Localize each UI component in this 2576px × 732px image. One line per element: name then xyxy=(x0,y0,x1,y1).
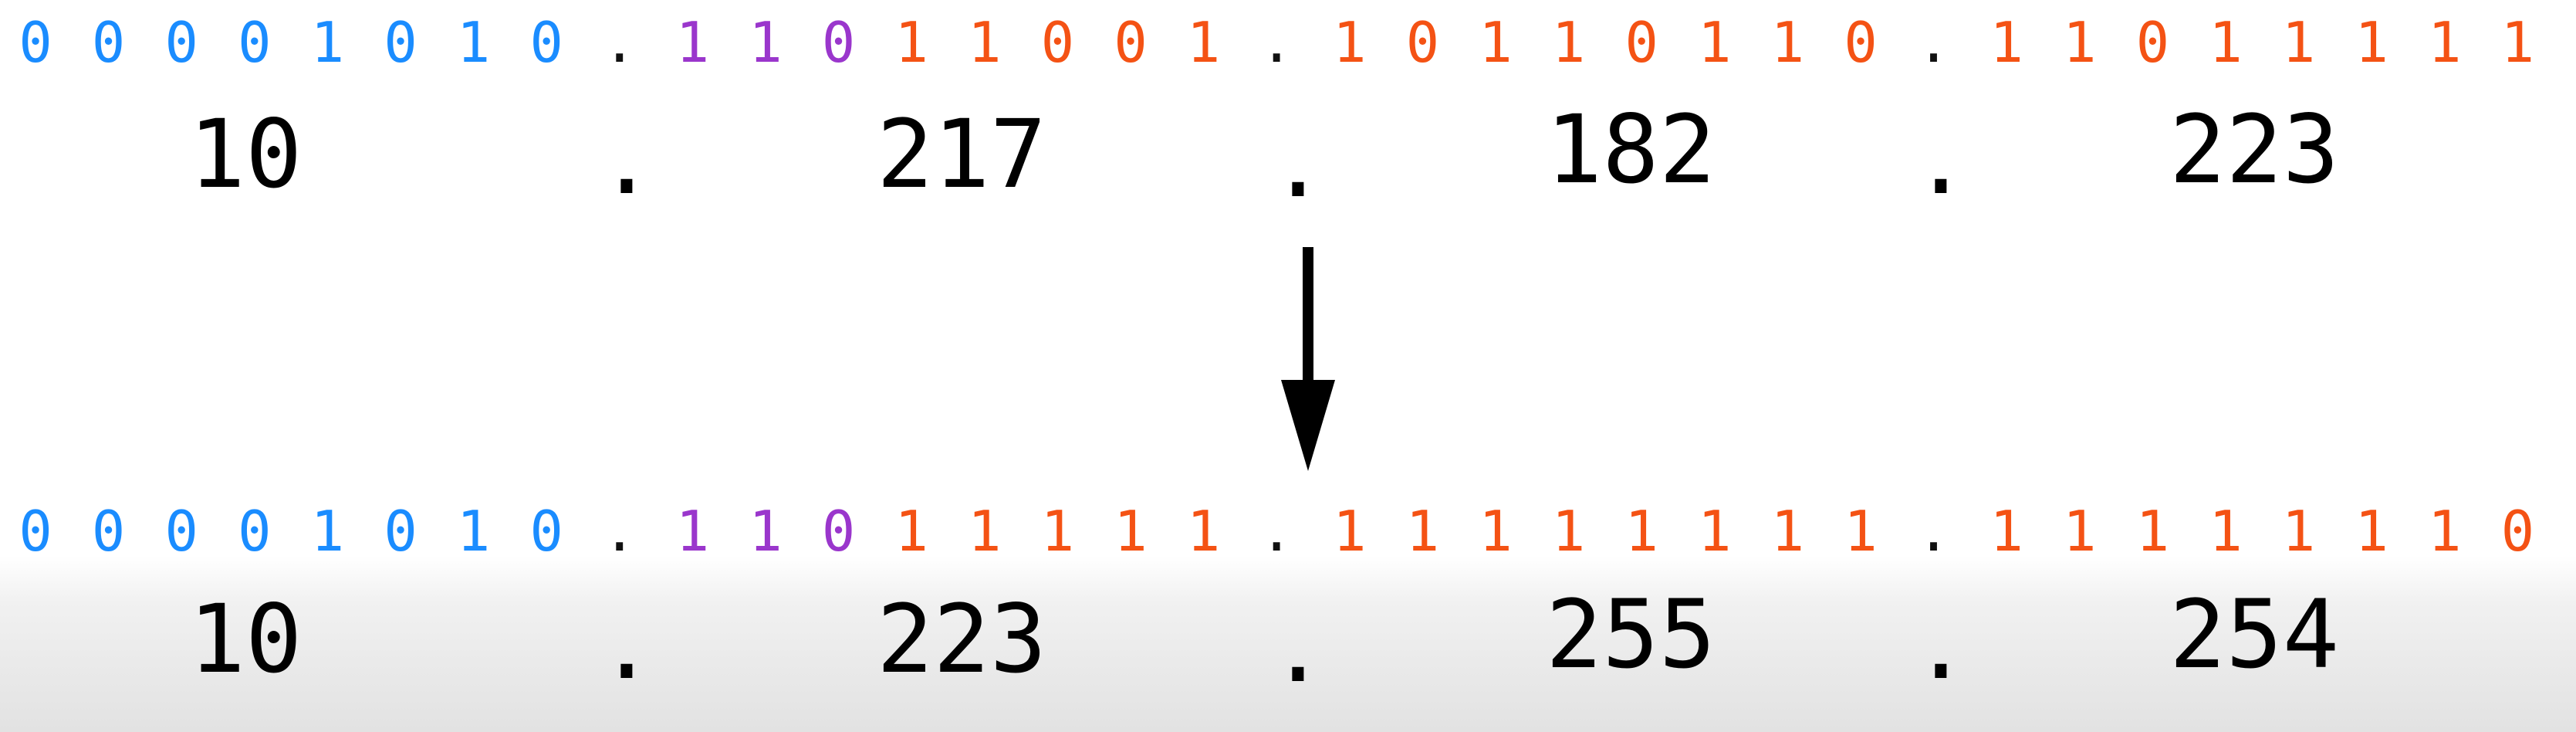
decimal-octet: 255 xyxy=(1545,580,1716,690)
bit-digit: 1 xyxy=(1698,499,1732,564)
bit-digit: 0 xyxy=(529,499,563,564)
bit-digit: 1 xyxy=(749,10,783,75)
bit-digit: 1 xyxy=(2281,10,2316,75)
bit-digit: 0 xyxy=(821,499,856,564)
bit-digit: 0 xyxy=(1844,10,1878,75)
bit-digit: 1 xyxy=(1405,499,1440,564)
decimal-octet-separator: . xyxy=(1912,106,1969,215)
decimal-octet-separator: . xyxy=(598,106,655,215)
bit-digit: 1 xyxy=(675,499,710,564)
bit-digit: 1 xyxy=(749,499,783,564)
bit-digit: 0 xyxy=(238,10,272,75)
bit-digit: 0 xyxy=(2500,499,2535,564)
bit-digit: 1 xyxy=(675,10,710,75)
bit-digit: 0 xyxy=(91,499,126,564)
bit-digit: 1 xyxy=(1551,10,1586,75)
decimal-octet: 182 xyxy=(1545,95,1716,205)
bit-digit: 0 xyxy=(1405,10,1440,75)
bit-digit: 0 xyxy=(384,10,418,75)
bit-digit: 0 xyxy=(164,10,198,75)
bit-digit: 0 xyxy=(1624,10,1658,75)
bit-digit: 1 xyxy=(1479,499,1513,564)
decimal-octet: 223 xyxy=(2169,95,2340,205)
bit-digit: 0 xyxy=(19,10,52,75)
bit-digit: 1 xyxy=(2428,499,2462,564)
bit-digit: 1 xyxy=(2063,499,2097,564)
decimal-octet-separator: . xyxy=(598,591,655,700)
bit-digit: 0 xyxy=(821,10,856,75)
bit-digit: 1 xyxy=(1989,499,2023,564)
bit-digit: 1 xyxy=(1479,10,1513,75)
decimal-octet-separator: . xyxy=(1269,594,1327,703)
bit-digit: 1 xyxy=(894,499,928,564)
bit-digit: 1 xyxy=(1770,499,1805,564)
bit-digit: 1 xyxy=(1770,10,1805,75)
bit-digit: 0 xyxy=(91,10,126,75)
bit-digit: 0 xyxy=(1114,10,1148,75)
binary-octet-separator: . xyxy=(1916,499,1951,564)
bit-digit: 0 xyxy=(2135,10,2170,75)
decimal-octet: 217 xyxy=(876,100,1047,209)
decimal-octet: 10 xyxy=(188,585,303,694)
binary-octet-separator: . xyxy=(603,499,637,564)
binary-octet-separator: . xyxy=(1916,10,1951,75)
bit-digit: 1 xyxy=(2500,10,2535,75)
bit-digit: 1 xyxy=(968,499,1002,564)
bit-digit: 1 xyxy=(1698,10,1732,75)
decimal-row-broadcast: 10. 223. 255. 254 xyxy=(0,578,2576,703)
binary-octet-separator: . xyxy=(603,10,637,75)
decimal-octet-separator: . xyxy=(1269,109,1327,219)
bit-digit: 1 xyxy=(2209,10,2243,75)
bit-digit: 1 xyxy=(2355,499,2388,564)
decimal-octet: 254 xyxy=(2169,580,2340,690)
bit-digit: 0 xyxy=(384,499,418,564)
bit-digit: 1 xyxy=(894,10,928,75)
bit-digit: 1 xyxy=(1989,10,2023,75)
bit-digit: 1 xyxy=(1186,10,1221,75)
bit-digit: 1 xyxy=(310,499,345,564)
bit-digit: 1 xyxy=(1114,499,1148,564)
bit-digit: 1 xyxy=(2063,10,2097,75)
decimal-octet: 223 xyxy=(876,585,1047,694)
binary-octet-separator: . xyxy=(1259,499,1293,564)
bit-digit: 1 xyxy=(1844,499,1878,564)
bit-digit: 1 xyxy=(1040,499,1075,564)
bit-digit: 0 xyxy=(164,499,198,564)
decimal-octet-separator: . xyxy=(1912,591,1969,700)
down-arrow-icon xyxy=(1281,247,1335,471)
bit-digit: 1 xyxy=(1551,499,1586,564)
bit-digit: 1 xyxy=(1333,499,1367,564)
bit-digit: 1 xyxy=(456,499,491,564)
bit-digit: 1 xyxy=(2135,499,2170,564)
bit-digit: 1 xyxy=(968,10,1002,75)
bit-digit: 1 xyxy=(1186,499,1221,564)
bit-digit: 0 xyxy=(238,499,272,564)
binary-octet-separator: . xyxy=(1259,10,1293,75)
decimal-row-original: 10. 217. 182. 223 xyxy=(0,93,2576,219)
bit-digit: 0 xyxy=(529,10,563,75)
decimal-octet: 10 xyxy=(188,100,303,209)
bit-digit: 1 xyxy=(2209,499,2243,564)
bit-digit: 1 xyxy=(1333,10,1367,75)
bit-digit: 0 xyxy=(19,499,52,564)
bit-digit: 1 xyxy=(1624,499,1658,564)
bit-digit: 1 xyxy=(2355,10,2388,75)
bit-digit: 0 xyxy=(1040,10,1075,75)
bit-digit: 1 xyxy=(2281,499,2316,564)
bit-digit: 1 xyxy=(2428,10,2462,75)
bit-digit: 1 xyxy=(456,10,491,75)
bit-digit: 1 xyxy=(310,10,345,75)
